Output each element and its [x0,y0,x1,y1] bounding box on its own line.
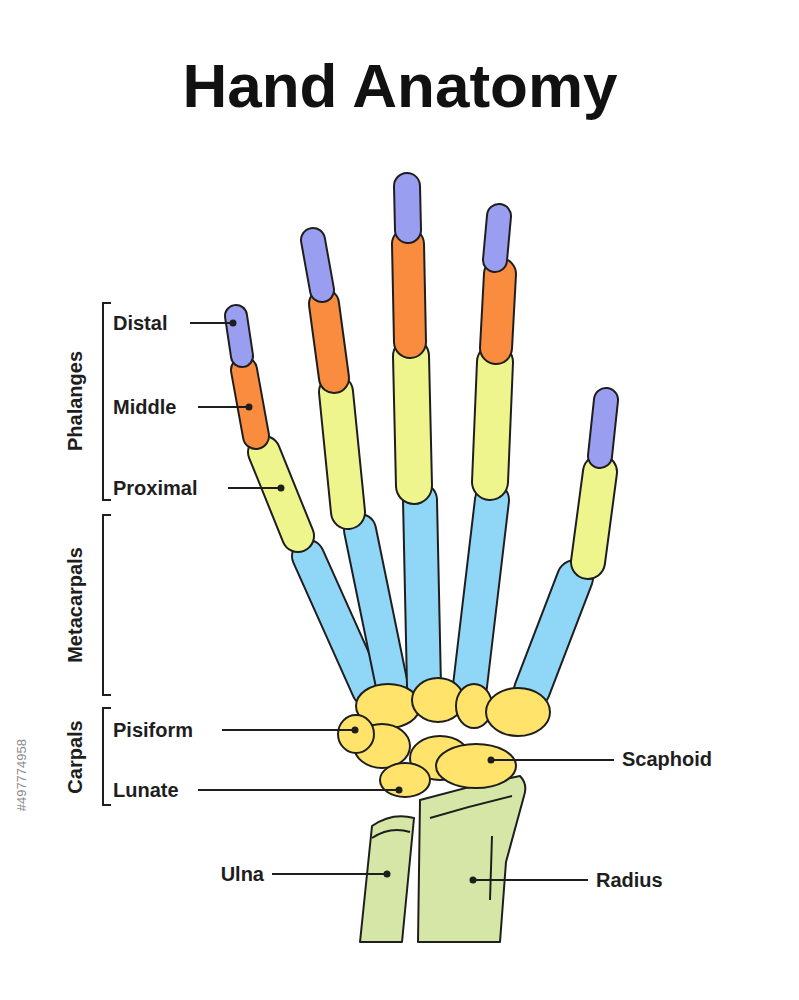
watermark: #497774958 [15,739,29,811]
part-label: Ulna [221,863,264,885]
group-label: Carpals [64,720,86,793]
carpal-bones [338,678,550,797]
part-label: Radius [596,869,663,891]
ulna-bone [360,816,414,942]
part-label: Middle [113,396,176,418]
middle-phalanges [244,244,500,436]
proximal-phalanges [264,356,600,562]
group-label: Metacarpals [64,547,86,663]
bone-detail [430,796,512,818]
leader-line [190,321,614,883]
part-label: Scaphoid [622,748,712,770]
part-label: Lunate [113,779,179,801]
bone-detail [490,836,492,900]
forearm-bones [360,776,525,942]
distal-phalanges [236,186,606,456]
group-bracket [103,303,111,805]
part-label: Proximal [113,477,197,499]
group-label: Phalanges [64,351,86,451]
diagram-title: Hand Anatomy [182,50,617,121]
part-label: Pisiform [113,719,193,741]
part-label: Distal [113,312,167,334]
bone-detail [372,830,410,838]
radius-bone [418,776,525,942]
